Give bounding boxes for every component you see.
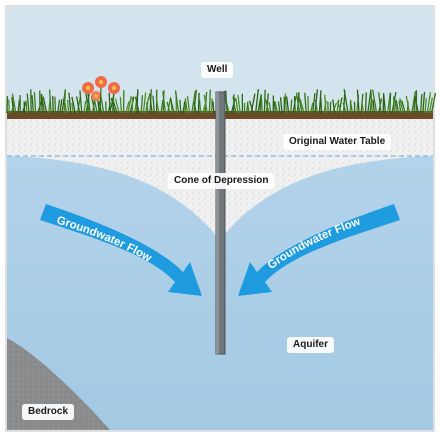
well-highlight [216,92,219,354]
original-water-table-label: Original Water Table [283,134,392,150]
bedrock-label: Bedrock [22,404,75,420]
aquifer-label: Aquifer [287,337,334,353]
grass-icon [6,88,437,114]
cone-of-depression-label: Cone of Depression [168,173,275,189]
well-label: Well [201,62,234,78]
frame-border [5,5,435,432]
flower-icon [82,76,120,113]
